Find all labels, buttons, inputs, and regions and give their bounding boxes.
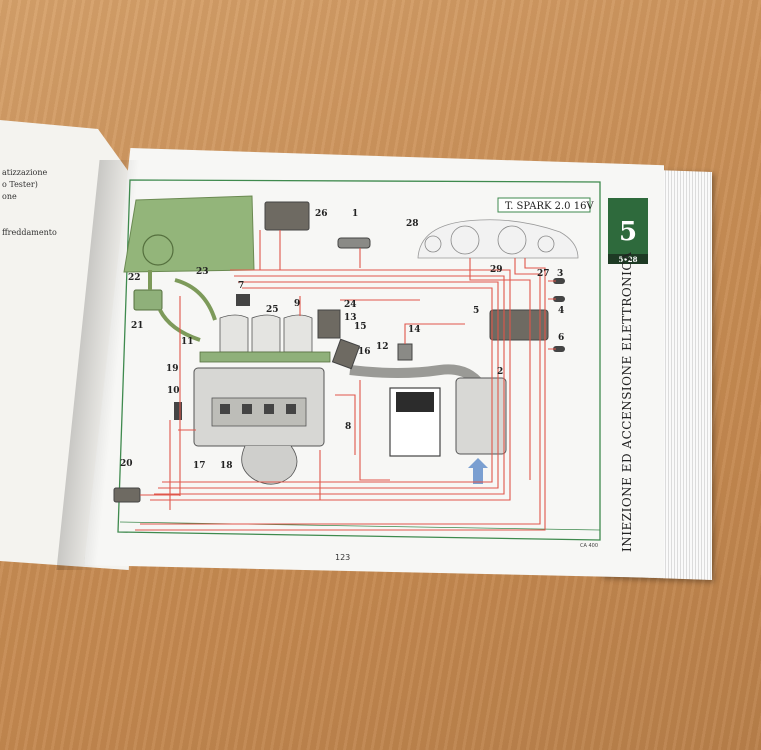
fuel-rail [199,351,331,363]
fuel-pump-ring [142,234,174,266]
fuel-hoses [148,270,217,342]
callout-20: 20 [120,459,133,469]
callout-17: 17 [193,461,206,471]
ecu-unit [264,201,310,231]
callout-15: 15 [354,322,367,332]
intake-manifold [219,314,313,353]
callout-6: 6 [558,333,564,343]
callout-18: 18 [220,461,233,471]
callout-4: 4 [558,306,564,316]
callout-9: 9 [294,299,300,309]
tachometer-gauge [497,225,527,255]
sensor-3 [553,278,565,284]
callout-27: 27 [537,269,550,279]
section-subnumber: 5•28 [618,255,637,264]
callout-13: 13 [344,313,357,323]
callout-24: 24 [344,300,357,310]
callout-11: 11 [181,337,194,347]
intake-hose [349,364,489,393]
battery-cover [396,392,434,412]
section-number: 5 [619,217,637,247]
callout-23: 23 [196,267,209,277]
sensor-7 [236,294,250,306]
callout-26: 26 [315,209,328,219]
left-page-line: o Tester) [2,180,38,189]
coil [264,404,274,414]
sensor-10 [174,402,182,420]
callout-14: 14 [408,325,421,335]
exhaust-manifold [241,445,298,485]
diagram-frame [117,179,601,541]
callout-25: 25 [266,305,279,315]
left-page-line: atizzazione [2,168,48,177]
callout-8: 8 [345,422,351,432]
callout-1: 1 [352,209,358,219]
coil [286,404,296,414]
sensor-4 [553,296,565,302]
reference-code: CA 400 [580,543,598,549]
callout-5: 5 [473,306,479,316]
aux-gauge-right [537,235,555,253]
sensor-13 [317,309,341,339]
callout-2: 2 [497,367,503,377]
fuel-tank [123,195,255,273]
page-number: 123 [335,553,350,562]
callout-21: 21 [131,321,144,331]
sensor-1 [337,237,371,249]
coil [220,404,230,414]
speedometer-gauge [450,225,480,255]
callout-29: 29 [490,265,503,275]
left-page-line: ffreddamento [2,228,57,237]
callout-28: 28 [406,219,419,229]
throttle-body [331,338,361,370]
control-unit [489,309,549,341]
air-filter [455,377,507,455]
intake-air-arrow [468,458,488,484]
sensor-12 [397,343,413,361]
sensor-6 [553,346,565,352]
section-tab [608,198,648,254]
header-box [497,197,591,213]
callout-12: 12 [376,342,389,352]
callout-7: 7 [238,281,244,291]
side-title: INIEZIONE ED ACCENSIONE ELETTRONICA [620,252,634,552]
section-tab-strip [608,254,648,264]
callout-16: 16 [358,347,371,357]
diagram-bottom-rule [119,521,601,531]
coil [242,404,252,414]
callout-22: 22 [128,273,141,283]
canister-valve [113,487,141,503]
fuel-filter [133,289,163,311]
callout-10: 10 [167,386,180,396]
callout-19: 19 [166,364,179,374]
left-page-line: one [2,192,17,201]
callout-3: 3 [557,269,563,279]
header-title: T. SPARK 2.0 16V [505,201,594,212]
wiring-harness [135,230,556,531]
aux-gauge-left [424,235,442,253]
